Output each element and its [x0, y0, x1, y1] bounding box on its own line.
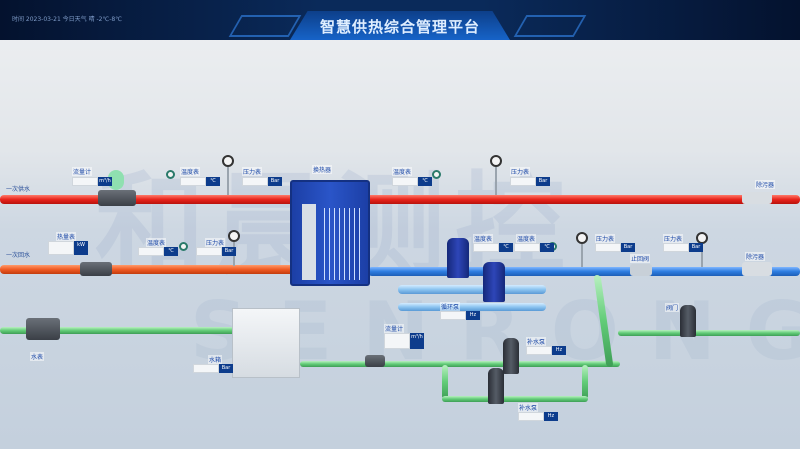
heat-exchanger[interactable] [290, 180, 370, 286]
makeup-pump-1[interactable] [503, 338, 519, 374]
flow-meter-head [108, 170, 124, 190]
freq-value: Hz [526, 346, 566, 355]
label: 热量表 [56, 232, 77, 241]
heat-value: kW [48, 241, 88, 255]
check-valve[interactable] [630, 264, 652, 276]
water-meter[interactable] [26, 318, 60, 340]
valve[interactable] [680, 305, 696, 337]
label: 水箱 [208, 355, 223, 364]
thermometer-icon [166, 170, 175, 179]
flow-meter-2[interactable] [80, 262, 112, 276]
page-title: 智慧供热综合管理平台 [290, 11, 510, 40]
dirt-separator-2[interactable] [742, 262, 772, 276]
water-tank[interactable] [232, 308, 300, 378]
pressure-value: Bar [510, 177, 550, 186]
flow-value: m³/h [72, 177, 112, 186]
label: 补水泵 [526, 337, 547, 346]
makeup-pipe [582, 365, 588, 399]
makeup-pipe [442, 365, 448, 399]
freq-value: Hz [518, 412, 558, 421]
pressure-value: Bar [196, 247, 236, 256]
label: 流量计 [384, 324, 405, 333]
header-decoration [513, 15, 587, 37]
makeup-flow-meter[interactable] [365, 355, 385, 367]
label: 温度表 [146, 238, 167, 247]
makeup-pipe [618, 330, 800, 336]
temp-value: ℃ [392, 177, 432, 186]
thermometer-icon [179, 242, 188, 251]
label: 压力表 [242, 167, 263, 176]
freq-value: Hz [440, 311, 480, 320]
flow-meter-1[interactable] [98, 190, 136, 206]
temp-value: ℃ [514, 243, 554, 252]
makeup-flow-value: m³/h [384, 333, 424, 349]
label: 循环泵 [440, 302, 461, 311]
label: 阀门 [665, 303, 680, 312]
pressure-gauge-icon [490, 155, 502, 167]
level-value: Bar [193, 364, 233, 373]
secondary-pipe [368, 267, 800, 276]
label: 压力表 [595, 234, 616, 243]
makeup-pipe [300, 361, 620, 367]
label: 压力表 [205, 238, 226, 247]
bypass-pipe [398, 303, 546, 311]
makeup-pipe [0, 327, 236, 334]
pressure-value: Bar [663, 243, 703, 252]
pipe-label: 一次供水 [6, 186, 31, 193]
header-info: 时间 2023-03-21 今日天气 晴 -2℃-8℃ [12, 16, 122, 23]
pressure-value: Bar [595, 243, 635, 252]
circulation-pump-1[interactable] [447, 238, 469, 278]
pressure-gauge-icon [222, 155, 234, 167]
temp-value: ℃ [138, 247, 178, 256]
label: 除污器 [755, 180, 776, 189]
thermometer-icon [432, 170, 441, 179]
pressure-gauge-icon [228, 230, 240, 242]
dirt-separator-1[interactable] [742, 192, 772, 204]
makeup-pump-2[interactable] [488, 368, 504, 404]
primary-return-pipe [0, 265, 296, 274]
temp-value: ℃ [180, 177, 220, 186]
label: 水表 [30, 352, 45, 361]
label: 除污器 [745, 252, 766, 261]
header-decoration [228, 15, 302, 37]
label: 温度表 [473, 234, 494, 243]
temp-value: ℃ [473, 243, 513, 252]
bypass-pipe [398, 285, 546, 294]
pipe-label: 一次回水 [6, 252, 31, 259]
label: 补水泵 [518, 403, 539, 412]
label: 流量计 [72, 167, 93, 176]
label: 压力表 [663, 234, 684, 243]
label: 温度表 [516, 234, 537, 243]
heat-exchanger-label: 换热器 [312, 165, 333, 174]
label: 温度表 [180, 167, 201, 176]
makeup-pipe [442, 396, 588, 402]
label: 止回阀 [630, 254, 651, 263]
pressure-value: Bar [242, 177, 282, 186]
pressure-gauge-icon [576, 232, 588, 244]
label: 压力表 [510, 167, 531, 176]
header: 时间 2023-03-21 今日天气 晴 -2℃-8℃ 智慧供热综合管理平台 [0, 0, 800, 40]
label: 温度表 [392, 167, 413, 176]
primary-supply-pipe [0, 195, 800, 204]
circulation-pump-2[interactable] [483, 262, 505, 302]
